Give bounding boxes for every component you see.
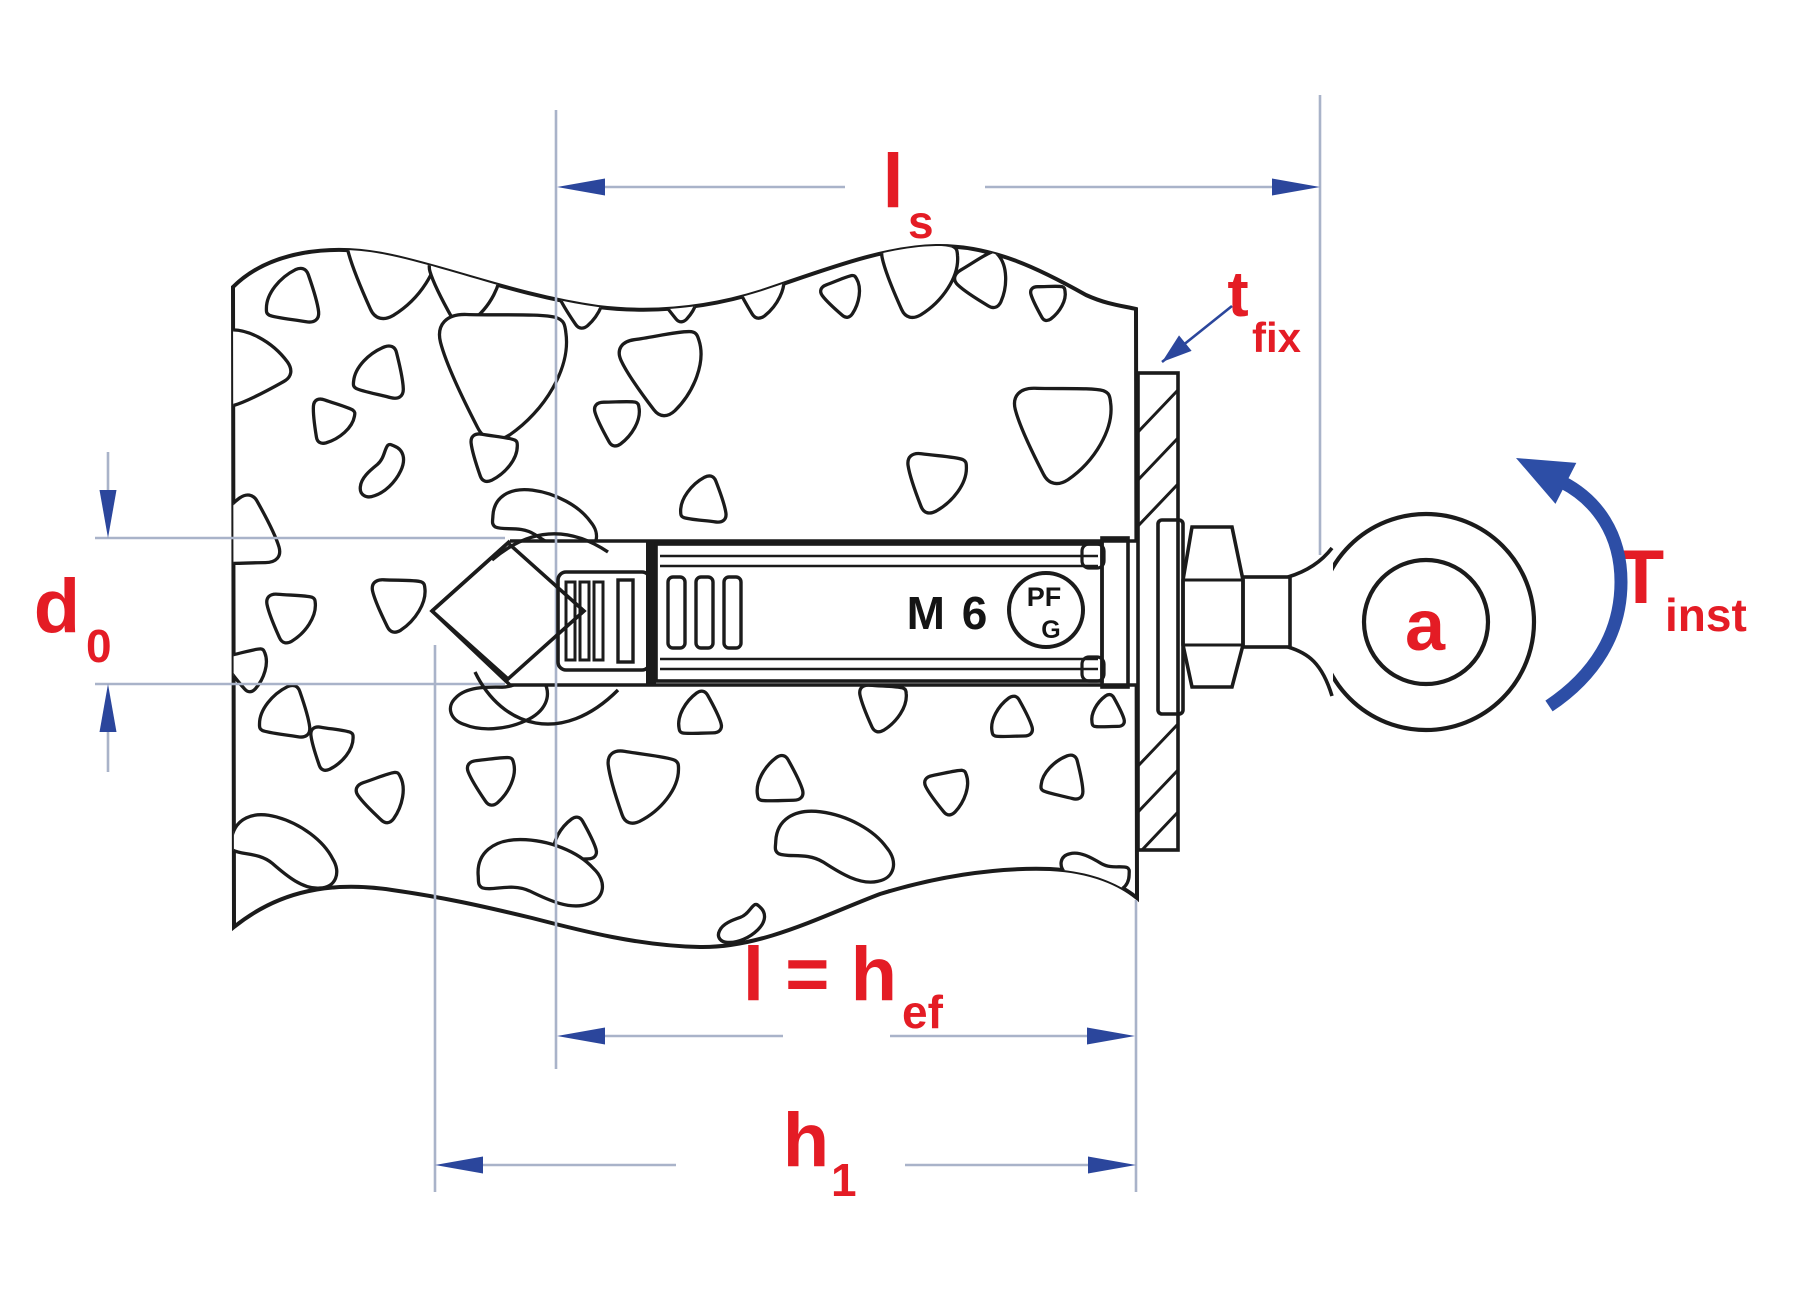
sleeve-end-cap xyxy=(1100,536,1130,689)
expander-cone xyxy=(429,540,587,682)
label-l-hef-sub: ef xyxy=(902,986,944,1038)
label-a: a xyxy=(1405,586,1446,666)
aggregate-pebble xyxy=(305,725,354,774)
aggregate-pebble xyxy=(370,579,426,634)
arrowhead-icon xyxy=(557,178,605,196)
brand-logo-text-bottom: G xyxy=(1041,616,1060,644)
eye-neck-flare xyxy=(1287,546,1334,697)
dimension-arrowhead-icons xyxy=(99,178,1577,1174)
drill-hole-edges xyxy=(430,539,1138,687)
label-tinst-sub: inst xyxy=(1665,589,1747,641)
aggregate-pebble xyxy=(1012,386,1112,485)
expansion-clip-upper-arm xyxy=(490,532,609,562)
aggregate-pebble xyxy=(233,495,279,564)
brand-logo-text-top: PF xyxy=(1027,582,1062,612)
hex-nut xyxy=(1181,525,1245,689)
size-marking: M 6 xyxy=(907,587,990,639)
label-ls-sub: s xyxy=(908,196,934,248)
label-h1-sub: 1 xyxy=(831,1154,857,1206)
aggregate-pebble xyxy=(476,836,606,909)
aggregate-pebble xyxy=(992,696,1033,736)
sleeve-slot xyxy=(722,575,743,650)
sleeve-end-lip-top xyxy=(1080,542,1106,570)
clip-crimp-bar xyxy=(578,580,591,662)
drill-hole-void xyxy=(432,541,1138,685)
aggregate-pebble xyxy=(1092,695,1125,727)
arrowhead-icon xyxy=(435,1156,483,1174)
clip-crimp-bar xyxy=(564,580,577,662)
aggregate-pebble xyxy=(436,312,568,442)
sleeve-rails xyxy=(660,554,1098,671)
arrowhead-icon xyxy=(1087,1027,1135,1045)
aggregate-pebble xyxy=(356,441,410,506)
label-tfix-sub: fix xyxy=(1252,314,1302,361)
arrowhead-icon xyxy=(1516,458,1577,504)
sleeve-end-lip-bottom xyxy=(1080,655,1106,683)
eye-ring-inner xyxy=(1361,557,1491,687)
aggregate-pebble xyxy=(856,684,907,734)
label-l-hef: l = h xyxy=(743,932,897,1017)
expansion-clip-lower-arm xyxy=(473,671,620,726)
sleeve-slot xyxy=(694,575,715,650)
brand-logo-circle xyxy=(1007,571,1085,649)
aggregate-pebble xyxy=(598,748,680,830)
aggregate-pebble xyxy=(757,756,803,801)
aggregate-pebble xyxy=(265,264,326,325)
concrete-outline xyxy=(230,243,1140,950)
label-ls: l xyxy=(882,139,903,224)
aggregate-pebble xyxy=(233,330,291,406)
aggregate-pebble xyxy=(263,593,316,645)
aggregate-pebble xyxy=(819,274,868,323)
aggregate-pebble xyxy=(351,339,413,401)
label-h1: h xyxy=(783,1098,829,1183)
arrowhead-icon xyxy=(1088,1156,1136,1174)
aggregate-pebble xyxy=(258,681,317,739)
arrowhead-icon xyxy=(1272,178,1320,196)
bolt-shank xyxy=(1241,575,1292,649)
fixture-plate xyxy=(1136,371,1180,852)
concrete-block xyxy=(230,243,1140,953)
aggregate-pebble xyxy=(901,451,968,517)
dimension-labels: l s t fix d 0 l = h ef h 1 a T inst xyxy=(34,139,1747,1206)
sleeve-slot xyxy=(666,575,687,650)
drill-hole xyxy=(430,539,1138,687)
aggregate-pebble xyxy=(354,771,413,830)
arrowhead-icon xyxy=(557,1027,605,1045)
aggregate-pebble xyxy=(233,805,348,895)
torque-arrow-arc-icon xyxy=(1545,476,1628,712)
aggregate-pebble xyxy=(679,473,731,524)
label-d0-sub: 0 xyxy=(86,620,112,672)
clip-crimp-bar xyxy=(592,580,605,662)
aggregate-pebble xyxy=(617,330,709,421)
aggregate-pebble xyxy=(467,757,518,807)
aggregate-pebble xyxy=(715,900,771,953)
aggregate-pebble xyxy=(679,691,722,733)
label-tfix: t xyxy=(1227,258,1248,330)
tfix-pointer-line xyxy=(1161,304,1233,364)
aggregate-pebbles xyxy=(233,245,1131,953)
arrowhead-icon xyxy=(99,490,117,538)
arrowhead-icon xyxy=(99,684,117,732)
aggregate-pebble xyxy=(1057,851,1131,897)
fastened-assembly xyxy=(1136,371,1537,852)
aggregate-pebble xyxy=(233,648,272,696)
fixture-hatching xyxy=(1136,388,1180,852)
aggregate-pebble xyxy=(1031,286,1066,320)
clip-end-bar xyxy=(616,578,635,664)
aggregate-pebble xyxy=(302,396,357,450)
aggregate-pebble xyxy=(657,278,704,325)
expansion-anchor: M 6 PF G xyxy=(429,532,1130,726)
aggregate-pebble xyxy=(465,432,519,486)
aggregate-pebble xyxy=(595,402,640,446)
eye-neck-fill xyxy=(1288,548,1333,698)
aggregate-pebble xyxy=(340,245,439,322)
aggregate-pebble xyxy=(1039,749,1091,801)
aggregate-pebble xyxy=(924,769,973,818)
sleeve-front-edge xyxy=(646,541,656,685)
dimension-lines xyxy=(95,95,1577,1192)
label-d0: d xyxy=(34,564,80,649)
aggregate-pebble xyxy=(735,269,786,319)
aggregate-pebble xyxy=(771,804,902,887)
